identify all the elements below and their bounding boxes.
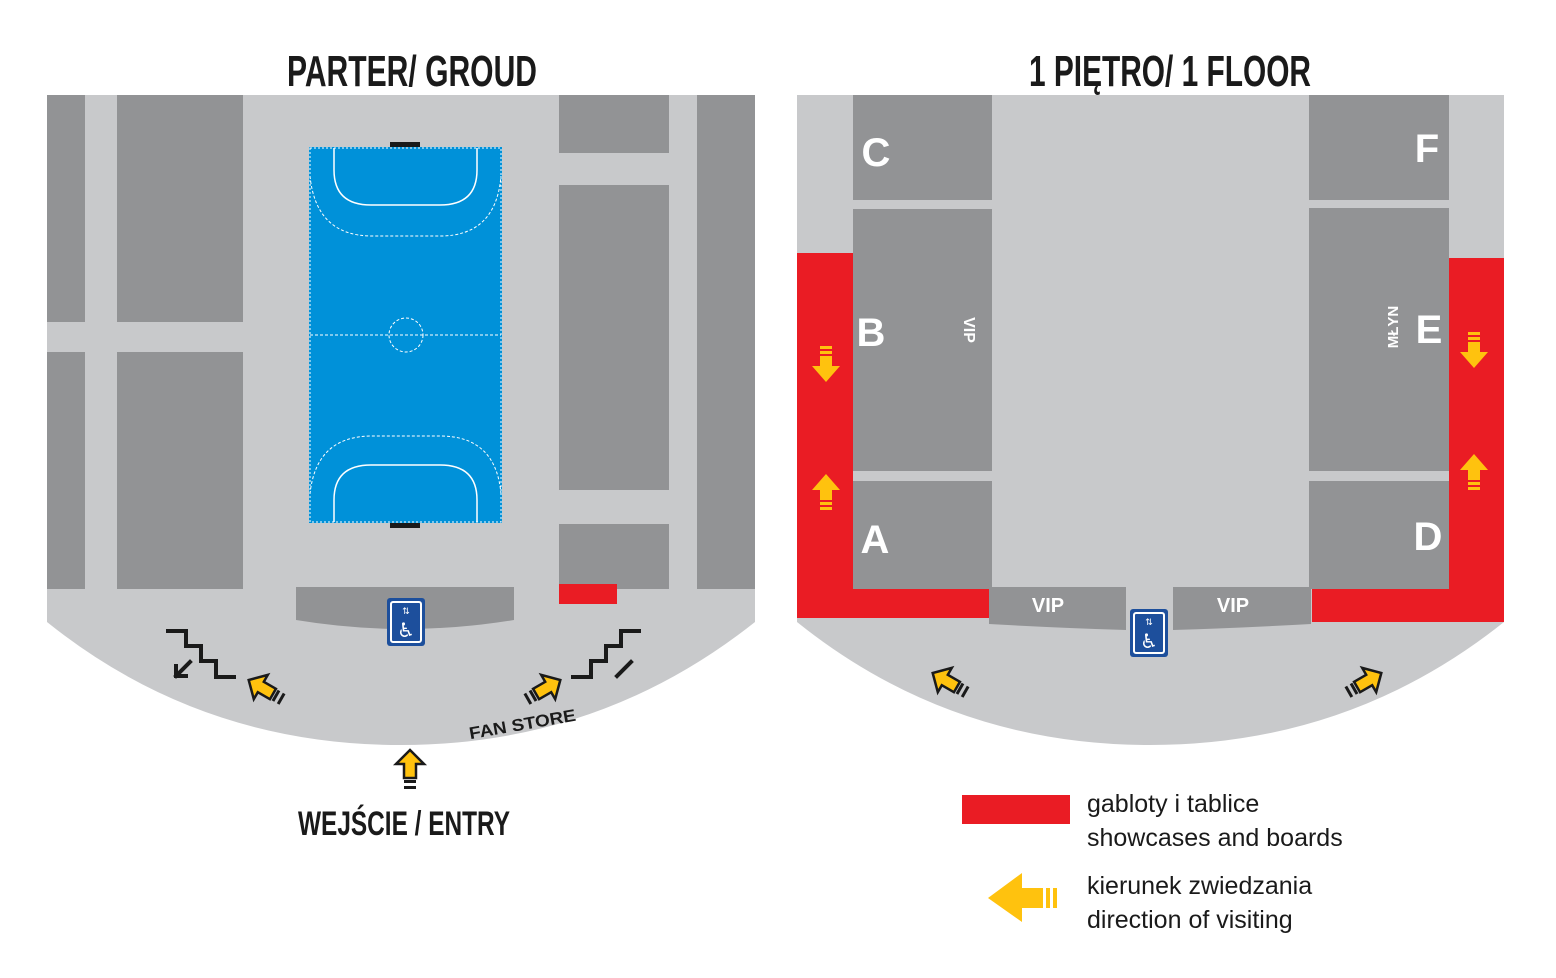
ground-right-stand: [559, 95, 669, 153]
wheelchair-elevator-icon: [386, 597, 426, 647]
legend-showcase-swatch: [962, 795, 1070, 824]
ground-left-stand: [117, 95, 243, 322]
sector-d: [1309, 481, 1449, 589]
sector-d-label: D: [1414, 515, 1443, 559]
sector-f-label: F: [1415, 127, 1439, 171]
entry-arrow-icon: [394, 748, 426, 791]
ground-showcase: [559, 584, 617, 604]
legend-showcase-line2: showcases and boards: [1087, 824, 1343, 852]
showcase-left: [797, 253, 989, 618]
ground-floor-plan: PARTER/ GROUD: [47, 47, 755, 843]
vip-right-label: VIP: [1217, 595, 1249, 617]
handball-court: [309, 142, 502, 528]
goal-top: [390, 142, 420, 147]
ground-floor-title: PARTER/ GROUD: [287, 47, 537, 96]
vip-left-label: VIP: [1032, 595, 1064, 617]
sector-b-label: B: [857, 311, 886, 355]
entry-label: WEJŚCIE / ENTRY: [298, 805, 510, 843]
sector-c: [853, 95, 992, 200]
ground-left-stand: [47, 95, 85, 322]
legend-direction-line2: direction of visiting: [1087, 906, 1293, 934]
legend: gabloty i tablice showcases and boards k…: [962, 790, 1343, 934]
goal-bottom: [390, 523, 420, 528]
ground-left-stand: [47, 352, 85, 589]
vip-vertical-label: VIP: [960, 317, 977, 343]
stairs-up-icon: [166, 629, 236, 679]
legend-direction-arrow-icon: [988, 873, 1057, 922]
stairs-up-icon: [571, 629, 641, 679]
sector-a: [853, 481, 992, 589]
ground-left-stand: [117, 352, 243, 589]
sector-b: [853, 209, 992, 471]
sector-c-label: C: [862, 131, 891, 175]
ground-right-stand: [559, 185, 669, 490]
sector-e-label: E: [1416, 308, 1443, 352]
vip-box-right: [1173, 587, 1311, 630]
ground-right-stand: [697, 95, 755, 589]
first-floor-title: 1 PIĘTRO/ 1 FLOOR: [1029, 47, 1311, 96]
sector-a-label: A: [861, 518, 890, 562]
legend-direction-line1: kierunek zwiedzania: [1087, 872, 1312, 900]
legend-showcase-line1: gabloty i tablice: [1087, 790, 1259, 818]
first-floor-plan: 1 PIĘTRO/ 1 FLOOR C B A F E D VIP MŁYN V…: [797, 47, 1504, 745]
sector-f: [1309, 95, 1449, 200]
sector-e: [1309, 208, 1449, 471]
mlyn-vertical-label: MŁYN: [1385, 306, 1402, 349]
wheelchair-elevator-icon: [1129, 608, 1169, 658]
showcase-right: [1312, 258, 1504, 622]
vip-box-left: [989, 587, 1126, 630]
ground-right-stand: [559, 524, 669, 589]
